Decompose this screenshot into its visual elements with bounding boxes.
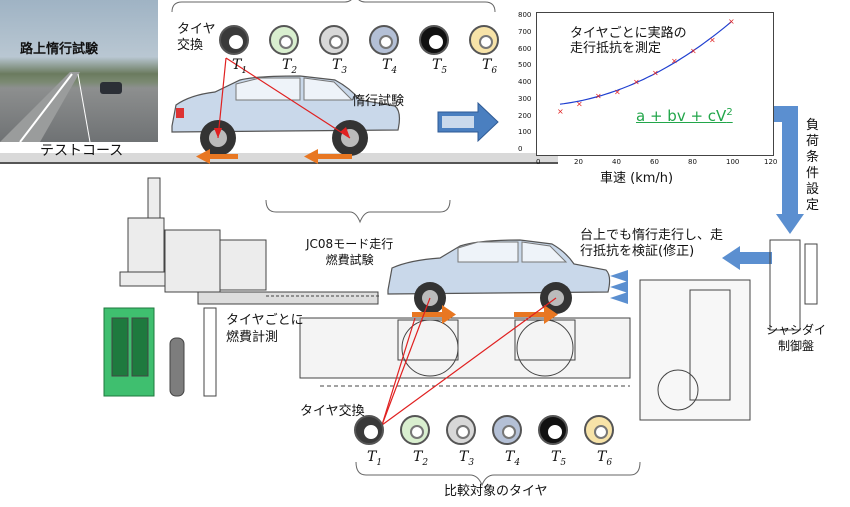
tire-label-2: T2 <box>282 57 298 76</box>
air-arrows <box>610 270 628 304</box>
tire-label-5: T5 <box>432 57 448 76</box>
tire-icon-5 <box>419 25 449 55</box>
x-tick-label: 60 <box>650 158 659 166</box>
tire-icon-4 <box>492 415 522 445</box>
bottom-brace <box>355 461 641 487</box>
chassis-dynamometer <box>299 239 818 421</box>
coast-test-label: 惰行試験 <box>352 94 405 109</box>
data-point: × <box>595 92 602 101</box>
data-point: × <box>652 68 659 77</box>
test-course-label: テストコース <box>40 143 124 159</box>
chart-xlabel: 車速 (km/h) <box>600 171 674 186</box>
road-test-photo-label: 路上惰行試験 <box>20 42 99 57</box>
load-condition-label: 負荷条件設定 <box>806 118 820 213</box>
resistance-chart: × × × × × × × × × × <box>536 12 774 156</box>
tire-label-3: T3 <box>332 57 348 76</box>
x-tick-label: 20 <box>574 158 583 166</box>
data-point: × <box>728 17 735 26</box>
tire-icon-5 <box>538 415 568 445</box>
y-tick-label: 500 <box>518 61 532 70</box>
data-point: × <box>614 88 621 97</box>
chart-formula: a + bv + cV2 <box>636 107 733 125</box>
x-tick-label: 80 <box>688 158 697 166</box>
tire-label-6: T6 <box>482 57 498 76</box>
data-point: × <box>709 36 716 45</box>
tire-icon-1 <box>354 415 384 445</box>
x-tick-label: 120 <box>764 158 778 166</box>
data-point: × <box>557 107 564 116</box>
data-point: × <box>576 99 583 108</box>
tire-label-3: T3 <box>459 449 475 468</box>
fuel-measure-label: タイヤごとに 燃費計測 <box>226 313 304 345</box>
top-tire-brace <box>171 0 496 13</box>
exhaust-equipment <box>103 177 380 397</box>
tire-icon-1 <box>219 25 249 55</box>
tire-icon-2 <box>400 415 430 445</box>
data-point: × <box>671 57 678 66</box>
tire-label-4: T4 <box>505 449 521 468</box>
y-tick-label: 700 <box>518 27 532 36</box>
tire-label-5: T5 <box>551 449 567 468</box>
jc08-mode-label: JC08モード走行 燃費試験 <box>306 237 394 267</box>
tire-icon-6 <box>469 25 499 55</box>
roller-arrows <box>412 305 558 324</box>
tire-label-2: T2 <box>413 449 429 468</box>
tire-label-6: T6 <box>597 449 613 468</box>
verify-resistance-label: 台上でも惰行走行し、走 行抵抗を検証(修正) <box>580 228 724 259</box>
y-tick-label: 400 <box>518 78 532 86</box>
tire-icon-4 <box>369 25 399 55</box>
bottom-tire-change-label: タイヤ交換 <box>300 404 365 419</box>
tire-label-1: T1 <box>367 449 383 468</box>
x-tick-label: 0 <box>536 158 541 166</box>
data-point: × <box>633 77 640 86</box>
chart-title: タイヤごとに実路の走行抵抗を測定 <box>570 26 687 56</box>
verify-arrow <box>722 246 772 270</box>
tire-icon-2 <box>269 25 299 55</box>
to-chart-arrow <box>437 101 499 143</box>
tire-icon-6 <box>584 415 614 445</box>
road-test-photo <box>0 0 158 142</box>
chassis-test-car <box>387 239 611 314</box>
x-tick-label: 100 <box>726 158 740 166</box>
tire-icon-3 <box>319 25 349 55</box>
tire-icon-3 <box>446 415 476 445</box>
y-tick-label: 300 <box>518 94 532 103</box>
y-tick-label: 200 <box>518 111 532 120</box>
coast-arrows <box>196 149 352 164</box>
tire-label-1: T1 <box>232 57 248 76</box>
chassis-control-label: シャシダイ 制御盤 <box>766 323 827 353</box>
data-point: × <box>690 47 697 56</box>
coast-test-car <box>171 75 401 156</box>
middle-brace <box>265 199 451 224</box>
y-tick-label: 0 <box>518 145 523 153</box>
y-tick-label: 100 <box>518 128 532 137</box>
y-tick-label: 800 <box>518 11 532 19</box>
y-tick-label: 600 <box>518 44 532 53</box>
test-course-ground <box>0 153 558 163</box>
fit-curve <box>559 21 732 105</box>
top-tire-change-label: タイヤ 交換 <box>177 22 216 53</box>
compare-tires-label: 比較対象のタイヤ <box>444 484 548 499</box>
x-tick-label: 40 <box>612 158 621 166</box>
tire-label-4: T4 <box>382 57 398 76</box>
